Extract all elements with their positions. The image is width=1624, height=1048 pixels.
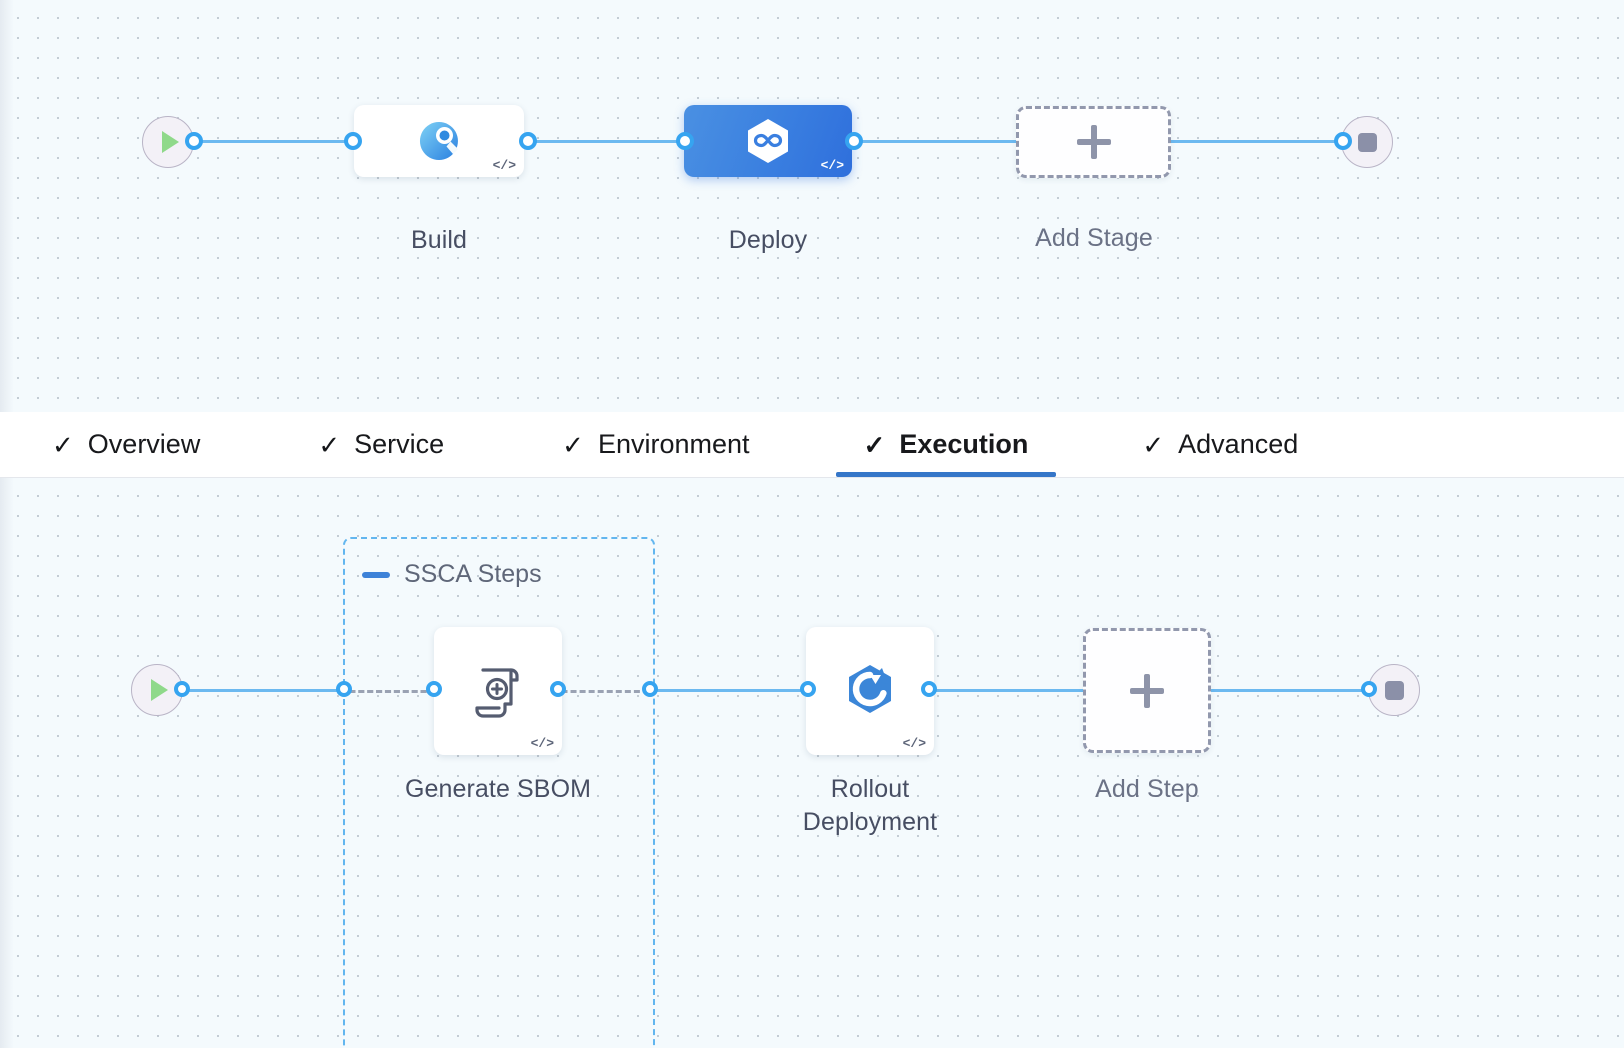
check-icon: ✓ <box>863 429 886 460</box>
connector-build-to-deploy <box>525 140 695 143</box>
connector-dot-build-in[interactable] <box>344 132 362 150</box>
connector-dot-group-in[interactable] <box>336 681 352 697</box>
connector-addstep-to-end <box>1210 689 1370 692</box>
scroll-plus-sbom-icon <box>467 660 529 722</box>
stage-card-build[interactable]: </> <box>354 105 524 177</box>
connector-dot-group-out[interactable] <box>642 681 658 697</box>
connector-dot-end-in[interactable] <box>1334 132 1352 150</box>
play-icon <box>151 679 168 701</box>
connector-dot-start-out[interactable] <box>185 132 203 150</box>
tab-service[interactable]: ✓ Service <box>290 412 472 477</box>
stage-config-tabs: ✓ Overview ✓ Service ✓ Environment ✓ Exe… <box>0 412 1624 478</box>
execution-canvas[interactable]: SSCA Steps </> <box>0 478 1624 1048</box>
step-group-header[interactable]: SSCA Steps <box>362 560 542 589</box>
stage-card-deploy[interactable]: </> <box>684 105 852 177</box>
tab-execution[interactable]: ✓ Execution <box>835 412 1057 477</box>
connector-rollout-to-addstep <box>925 689 1115 692</box>
step-label-rollout-deployment: Rollout Deployment <box>760 773 980 838</box>
canvas-left-edge-shade <box>0 0 14 412</box>
connector-group-to-rollout <box>650 689 815 692</box>
step-group-ssca-steps[interactable] <box>343 537 655 1048</box>
connector-dot-rollout-in[interactable] <box>800 681 816 697</box>
stage-code-badge[interactable]: </> <box>820 158 844 173</box>
connector-group-out-dashed <box>560 690 650 693</box>
connector-dot-deploy-in[interactable] <box>676 132 694 150</box>
tab-label: Environment <box>597 429 750 459</box>
connector-dot-sbom-out[interactable] <box>550 681 566 697</box>
step-label-line1: Rollout <box>830 775 910 803</box>
step-group-title: SSCA Steps <box>404 560 542 588</box>
harness-ci-build-icon <box>417 119 461 163</box>
tab-label: Execution <box>899 429 1029 459</box>
stage-label-deploy: Deploy <box>728 226 808 254</box>
play-icon <box>162 131 179 153</box>
connector-deploy-to-addstage <box>848 140 1028 143</box>
connector-dot-exec-start-out[interactable] <box>174 681 190 697</box>
check-icon: ✓ <box>1142 429 1165 460</box>
check-icon: ✓ <box>52 429 74 460</box>
stop-icon <box>1357 132 1377 152</box>
check-icon: ✓ <box>562 429 584 460</box>
stage-canvas[interactable]: </> Build </> Deploy Add Stage <box>0 0 1624 412</box>
tab-environment[interactable]: ✓ Environment <box>534 412 777 477</box>
stop-icon <box>1384 680 1404 700</box>
connector-dot-deploy-out[interactable] <box>845 132 863 150</box>
tab-label: Advanced <box>1178 429 1299 459</box>
step-label-generate-sbom: Generate SBOM <box>404 775 592 803</box>
add-step-label: Add Step <box>1095 775 1199 803</box>
tab-advanced[interactable]: ✓ Advanced <box>1114 412 1326 477</box>
minus-collapse-icon[interactable] <box>362 571 390 578</box>
tab-label: Overview <box>87 429 201 459</box>
step-card-generate-sbom[interactable]: </> <box>434 627 562 755</box>
plus-icon <box>1130 673 1164 708</box>
connector-addstage-to-end <box>1160 140 1360 143</box>
add-stage-label: Add Stage <box>1035 224 1153 252</box>
connector-dot-rollout-out[interactable] <box>921 681 937 697</box>
connector-start-to-build <box>190 140 360 143</box>
k8s-rollout-hexagon-icon <box>839 660 901 722</box>
stage-label-build: Build <box>410 226 468 254</box>
plus-icon <box>1076 125 1111 159</box>
stage-code-badge[interactable]: </> <box>492 158 516 173</box>
step-card-rollout-deployment[interactable]: </> <box>806 627 934 755</box>
tab-label: Service <box>354 429 445 459</box>
add-step-button[interactable] <box>1083 628 1211 753</box>
harness-cd-hexagon-infinity-icon <box>745 117 791 165</box>
connector-dot-sbom-in[interactable] <box>426 681 442 697</box>
connector-group-in-dashed <box>348 690 432 693</box>
connector-dot-exec-end-in[interactable] <box>1361 681 1377 697</box>
tab-overview[interactable]: ✓ Overview <box>24 412 228 477</box>
canvas-left-edge-shade <box>0 478 14 1048</box>
connector-dot-build-out[interactable] <box>519 132 537 150</box>
add-stage-button[interactable] <box>1016 106 1171 178</box>
check-icon: ✓ <box>318 429 341 460</box>
step-code-badge[interactable]: </> <box>902 736 926 751</box>
step-code-badge[interactable]: </> <box>530 736 554 751</box>
connector-start-to-group <box>180 689 345 692</box>
step-label-line2: Deployment <box>802 807 938 836</box>
